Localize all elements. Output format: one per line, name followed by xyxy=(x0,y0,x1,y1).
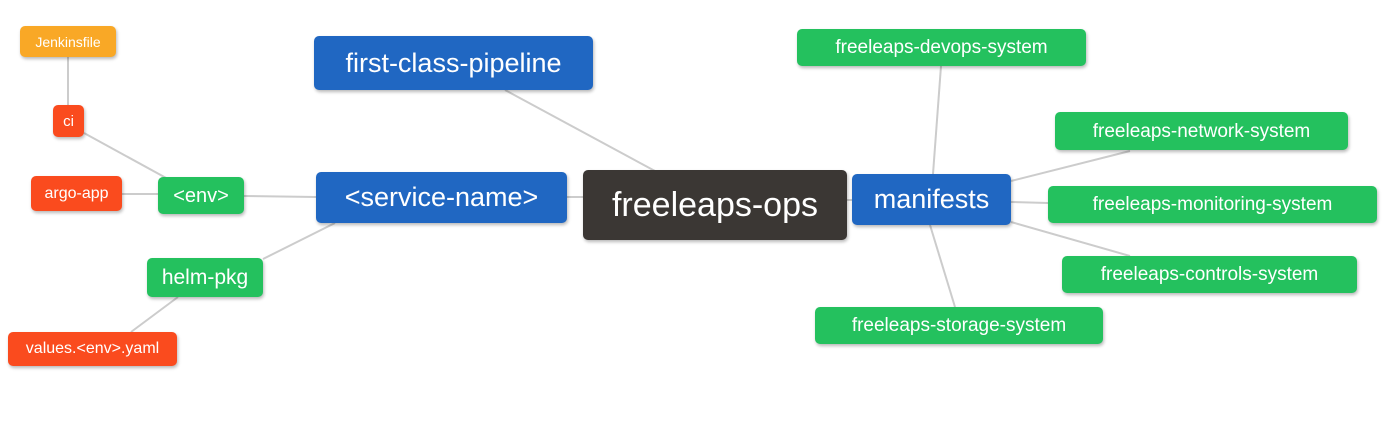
edge-first-class-pipeline-freeleaps-ops xyxy=(504,89,656,172)
node-freeleaps-ops[interactable]: freeleaps-ops xyxy=(583,170,847,240)
edge-helm-pkg-service-name xyxy=(262,222,336,260)
node-helm-pkg[interactable]: helm-pkg xyxy=(147,258,263,297)
edge-manifests-freeleaps-controls-system xyxy=(1010,221,1131,257)
node-env[interactable]: <env> xyxy=(158,177,244,214)
node-jenkinsfile[interactable]: Jenkinsfile xyxy=(20,26,116,57)
edge-manifests-freeleaps-devops-system xyxy=(932,65,942,175)
edge-env-service-name xyxy=(243,195,317,198)
edge-manifests-freeleaps-monitoring-system xyxy=(1010,201,1049,204)
node-freeleaps-monitoring-system[interactable]: freeleaps-monitoring-system xyxy=(1048,186,1377,223)
node-freeleaps-storage-system[interactable]: freeleaps-storage-system xyxy=(815,307,1103,344)
node-ci[interactable]: ci xyxy=(53,105,84,137)
node-argo-app[interactable]: argo-app xyxy=(31,176,122,211)
node-freeleaps-devops-system[interactable]: freeleaps-devops-system xyxy=(797,29,1086,66)
edge-ci-env xyxy=(83,132,169,180)
node-manifests[interactable]: manifests xyxy=(852,174,1011,225)
node-service-name[interactable]: <service-name> xyxy=(316,172,567,223)
node-values-env-yaml[interactable]: values.<env>.yaml xyxy=(8,332,177,366)
edge-manifests-freeleaps-storage-system xyxy=(929,224,956,308)
node-first-class-pipeline[interactable]: first-class-pipeline xyxy=(314,36,593,90)
node-freeleaps-network-system[interactable]: freeleaps-network-system xyxy=(1055,112,1348,150)
edge-manifests-freeleaps-network-system xyxy=(1010,150,1131,182)
node-freeleaps-controls-system[interactable]: freeleaps-controls-system xyxy=(1062,256,1357,293)
edge-values-env-yaml-helm-pkg xyxy=(130,296,179,333)
